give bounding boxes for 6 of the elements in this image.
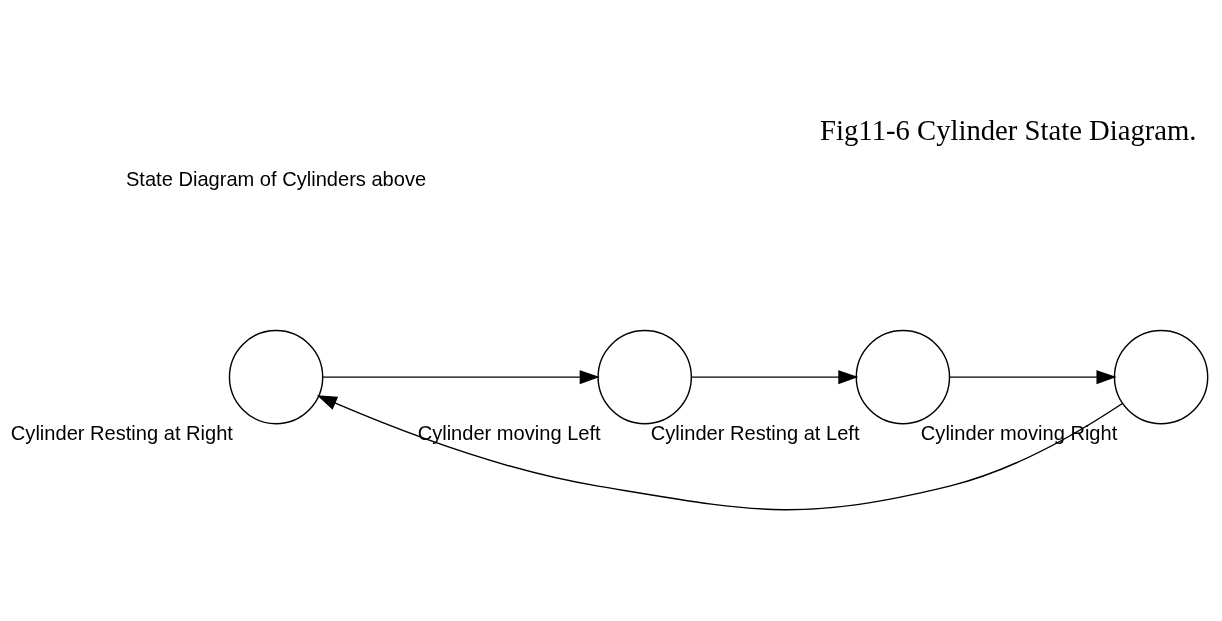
caption: Fig11-6 Cylinder State Diagram. bbox=[820, 113, 1197, 146]
node-label: Cylinder moving Right bbox=[920, 421, 1118, 444]
node-label: Cylinder moving Left bbox=[417, 421, 601, 444]
node-label: Cylinder Resting at Left bbox=[650, 421, 860, 444]
node-label: Cylinder Resting at Right bbox=[10, 421, 233, 444]
label: State Diagram of Cylinders above bbox=[125, 167, 427, 190]
